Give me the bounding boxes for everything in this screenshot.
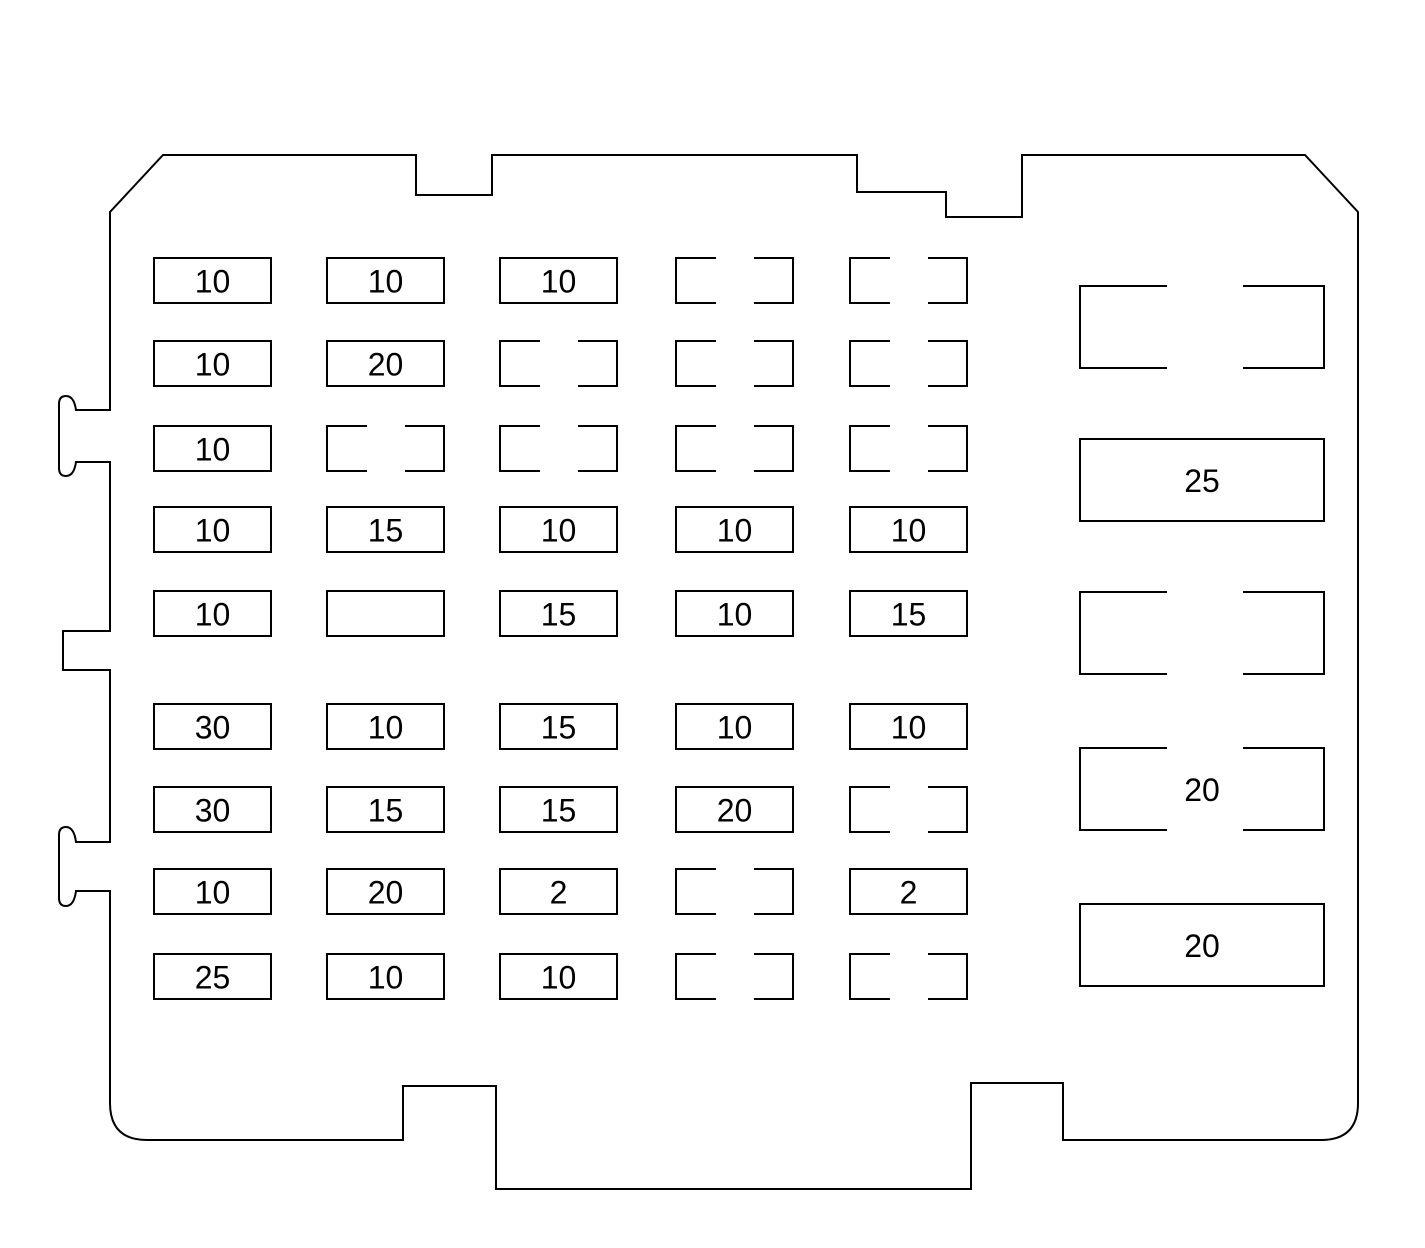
fuse-amperage-label: 10 bbox=[195, 875, 231, 911]
fuse-amperage-label: 10 bbox=[717, 513, 753, 549]
fuse-slot bbox=[499, 868, 618, 915]
empty-fuse-slot bbox=[849, 786, 968, 833]
fuse-slot bbox=[499, 590, 618, 637]
fuse-amperage-label: 10 bbox=[891, 710, 927, 746]
relay-slot bbox=[1079, 591, 1325, 675]
fuse-slot bbox=[153, 590, 272, 637]
relay-slot bbox=[1079, 285, 1325, 369]
empty-fuse-slot bbox=[849, 425, 968, 472]
fuse-slot bbox=[326, 340, 445, 387]
fuse-slot bbox=[153, 425, 272, 472]
fuse-amperage-label: 15 bbox=[541, 793, 577, 829]
relay-amperage-label: 20 bbox=[1184, 928, 1220, 964]
relay-slot bbox=[1079, 903, 1325, 987]
fuse-slot bbox=[153, 953, 272, 1000]
fuse-slot bbox=[326, 953, 445, 1000]
fuse-amperage-label: 15 bbox=[541, 597, 577, 633]
empty-fuse-slot bbox=[849, 340, 968, 387]
fuse-slot bbox=[326, 590, 445, 637]
empty-fuse-slot bbox=[326, 425, 445, 472]
fuse-amperage-label: 2 bbox=[550, 875, 568, 911]
fuse-amperage-label: 15 bbox=[541, 710, 577, 746]
empty-fuse-slot bbox=[849, 257, 968, 304]
fuse-amperage-label: 15 bbox=[368, 793, 404, 829]
fuse-amperage-label: 20 bbox=[368, 875, 404, 911]
fuse-slot bbox=[153, 257, 272, 304]
fuse-slot bbox=[849, 506, 968, 553]
fuse-slot bbox=[675, 590, 794, 637]
fuse-amperage-label: 10 bbox=[717, 710, 753, 746]
fuse-amperage-label: 20 bbox=[368, 347, 404, 383]
fuse-amperage-label: 15 bbox=[891, 597, 927, 633]
fuse-slot bbox=[849, 703, 968, 750]
relay-amperage-label: 25 bbox=[1184, 463, 1220, 499]
fuse-slot bbox=[675, 786, 794, 833]
fuse-slot bbox=[326, 506, 445, 553]
fuse-slot bbox=[849, 590, 968, 637]
fuse-amperage-label: 30 bbox=[195, 710, 231, 746]
fuse-amperage-label: 10 bbox=[195, 597, 231, 633]
empty-fuse-slot bbox=[675, 953, 794, 1000]
fuse-slot bbox=[326, 703, 445, 750]
empty-fuse-slot bbox=[675, 340, 794, 387]
empty-fuse-slot bbox=[499, 340, 618, 387]
fuse-amperage-label: 10 bbox=[541, 960, 577, 996]
fuse-amperage-label: 10 bbox=[541, 264, 577, 300]
fuse-slot bbox=[153, 868, 272, 915]
empty-fuse-slot bbox=[499, 425, 618, 472]
fuse-amperage-label: 2 bbox=[900, 875, 918, 911]
fuse-slot bbox=[153, 786, 272, 833]
fuse-amperage-label: 10 bbox=[195, 347, 231, 383]
fuse-amperage-label: 10 bbox=[891, 513, 927, 549]
fuse-slot bbox=[499, 703, 618, 750]
fuse-amperage-label: 25 bbox=[195, 960, 231, 996]
fuse-slot bbox=[153, 506, 272, 553]
fuse-slot bbox=[499, 953, 618, 1000]
fuse-amperage-label: 10 bbox=[368, 264, 404, 300]
fuse-amperage-label: 10 bbox=[195, 432, 231, 468]
fuse-slot bbox=[675, 703, 794, 750]
fuse-slot bbox=[849, 868, 968, 915]
relay-slot bbox=[1079, 747, 1325, 831]
fuse-block-outline bbox=[58, 154, 1359, 1190]
fuse-amperage-label: 10 bbox=[195, 513, 231, 549]
fuse-slot bbox=[326, 257, 445, 304]
empty-fuse-slot bbox=[675, 257, 794, 304]
empty-fuse-slot bbox=[849, 953, 968, 1000]
fuse-slot bbox=[499, 257, 618, 304]
fuse-amperage-label: 10 bbox=[368, 960, 404, 996]
fuse-amperage-label: 20 bbox=[717, 793, 753, 829]
relay-amperage-label: 20 bbox=[1184, 772, 1220, 808]
empty-fuse-slot bbox=[675, 868, 794, 915]
fuse-slot bbox=[499, 506, 618, 553]
fuse-amperage-label: 10 bbox=[717, 597, 753, 633]
fuse-slot bbox=[153, 703, 272, 750]
fuse-amperage-label: 10 bbox=[368, 710, 404, 746]
fuse-amperage-label: 30 bbox=[195, 793, 231, 829]
fuse-amperage-label: 10 bbox=[541, 513, 577, 549]
fuse-slot bbox=[499, 786, 618, 833]
relay-slot bbox=[1079, 438, 1325, 522]
fuse-slot bbox=[675, 506, 794, 553]
fuse-amperage-label: 15 bbox=[368, 513, 404, 549]
empty-fuse-slot bbox=[675, 425, 794, 472]
fuse-slot bbox=[326, 786, 445, 833]
fuse-slot bbox=[326, 868, 445, 915]
fuse-amperage-label: 10 bbox=[195, 264, 231, 300]
fuse-slot bbox=[153, 340, 272, 387]
